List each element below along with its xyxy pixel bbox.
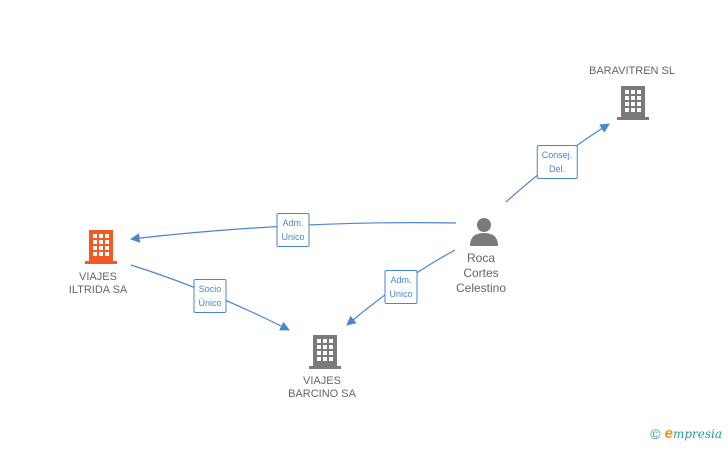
node-label-baravitren[interactable]: BARAVITREN SL: [589, 65, 675, 77]
person-icon: [470, 218, 498, 246]
edge-label-line: Consej.: [541, 150, 573, 160]
building-icon: [309, 335, 341, 369]
node-label-viajes-iltrida[interactable]: VIAJES ILTRIDA SA: [69, 271, 127, 297]
node-label-line: BARCINO SA: [288, 388, 356, 400]
node-label-line: Celestino: [455, 281, 507, 295]
copyright-symbol: ©: [650, 425, 661, 442]
edge-label-line: Unico: [281, 232, 305, 242]
edge-label-adm-barcino[interactable]: Adm. Unico: [384, 270, 418, 304]
edge-label-adm-iltrida[interactable]: Adm. Unico: [276, 213, 310, 247]
node-label-line: Cortes: [463, 266, 499, 280]
edge-label-line: Unico: [389, 289, 413, 299]
edge-label-socio[interactable]: Socio Único: [193, 279, 227, 313]
node-label-line: VIAJES: [303, 375, 341, 387]
brand-logo-initial: e: [664, 425, 673, 442]
building-icon: [617, 86, 649, 120]
edge-label-consej[interactable]: Consej. Del.: [536, 145, 578, 179]
edge-label-line: Socio: [198, 284, 222, 294]
edge-label-line: Único: [198, 298, 222, 308]
brand-footer: © e mpresia: [650, 425, 722, 442]
edge-label-line: Del.: [548, 164, 566, 174]
node-label-line: Roca: [466, 251, 495, 265]
brand-logo-text: mpresia: [672, 426, 722, 441]
node-label-line: VIAJES: [79, 271, 117, 283]
node-label-roca[interactable]: Roca Cortes Celestino: [456, 251, 506, 296]
edge-label-line: Adm.: [282, 218, 304, 228]
node-label-line: ILTRIDA SA: [68, 284, 128, 296]
edge-label-line: Adm.: [390, 275, 412, 285]
node-label-viajes-barcino[interactable]: VIAJES BARCINO SA: [288, 375, 356, 401]
building-icon: [85, 230, 117, 264]
